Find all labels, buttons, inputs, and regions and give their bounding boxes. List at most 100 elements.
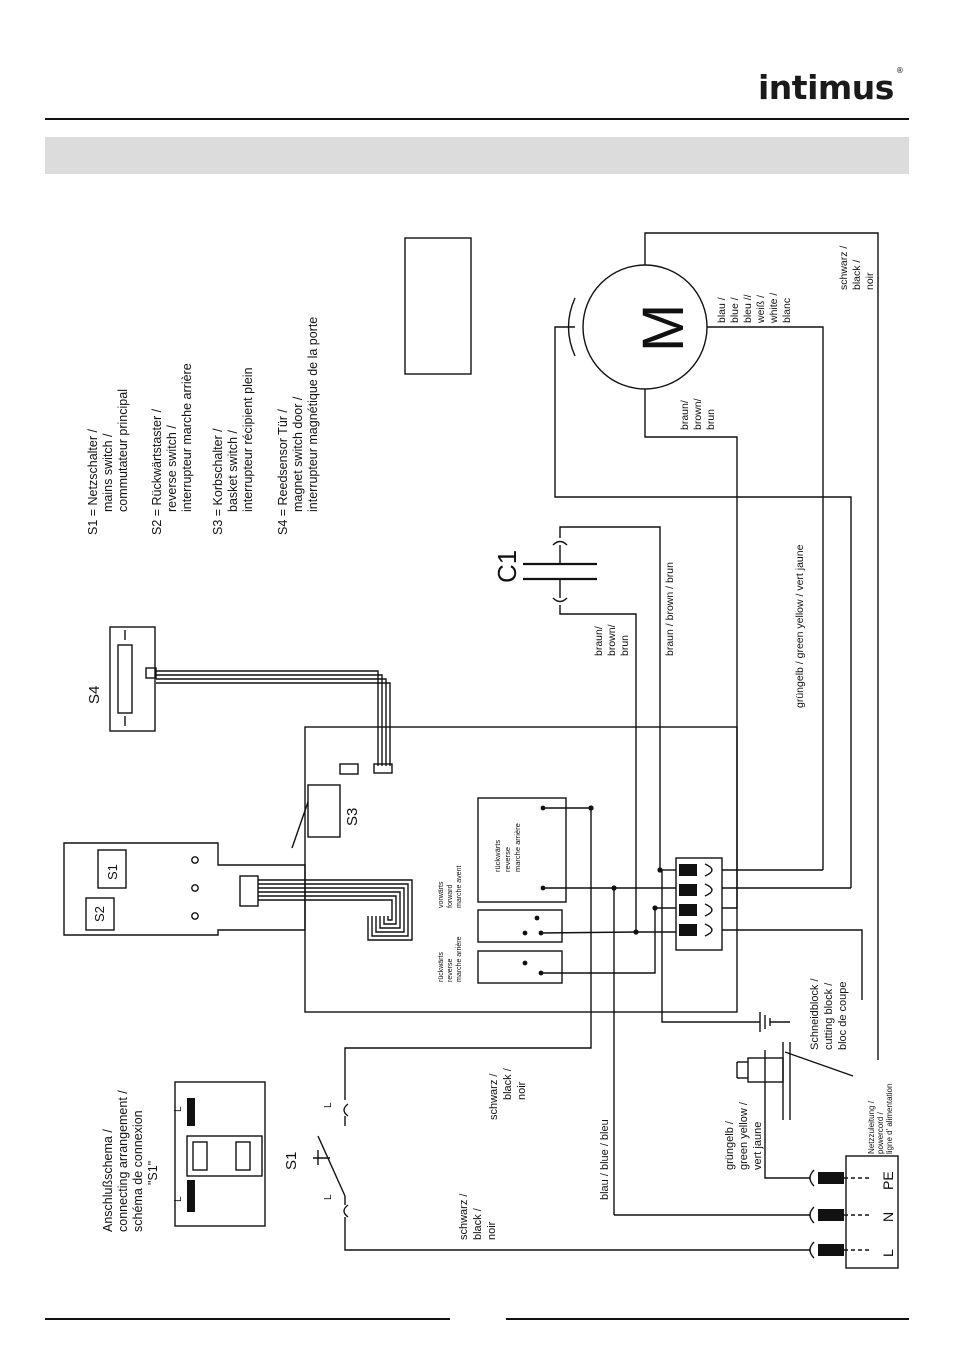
wire-label-cap-brown-3: brun [619,635,631,656]
wire-label-brown-long: braun / brown / brun [664,562,676,656]
wire-label-motor-black-1: schwarz / [838,246,850,290]
cutting-block-leader [784,1051,854,1077]
legend-s2-2: reverse switch / [165,425,179,512]
relay-forward-label-1: vorwärts [438,881,445,908]
relay-reverse-label-3: marche arrière [513,823,522,872]
wire-blue-label: blau / blue / bleu [599,1119,611,1200]
registered-mark: ® [895,66,904,75]
wire-black-b-3: noir [486,1221,498,1240]
relay-rev-small-label-3: marche arrière [456,936,463,982]
wire-board-1 [344,807,592,1100]
wire-gy-pe-1: grüngelb / [724,1120,736,1170]
relay-reverse-small [477,950,563,984]
connecting-3: schéma de connexion [131,1110,145,1232]
terminal-block [675,857,723,951]
wire-label-motor-blue-2: blue / [729,297,741,323]
legend-s4-3: interrupteur magnétique de la porte [306,317,320,512]
wire-motor-blue [707,326,824,870]
plug-pins [809,1169,872,1259]
arr-l-bot: L [173,1196,184,1202]
wire-PE [764,1090,810,1179]
switch-s3 [307,784,341,838]
wire-label-motor-brown-3: brun [705,409,717,430]
powercord-label-3: ligne d' alimentation [885,1084,894,1154]
wire-label-motor-blue-4: weiß / [755,295,767,324]
s1-l-top: L [323,1102,334,1108]
legend: S1 = Netzschalter / mains switch / commu… [86,317,320,535]
wire-cap-bottom [559,605,637,932]
cutting-block-label-2: cutting block / [823,982,835,1050]
motor-label: M [631,304,696,352]
switch-s1 [313,1103,349,1218]
s2-panel-label: S2 [92,906,107,922]
wire-gy-pe-3: vert jaune [752,1122,764,1170]
control-panel [63,842,306,936]
plug-l: L [880,1249,896,1257]
wire-label-motor-blue-1: blau / [716,297,728,323]
wire-label-motor-blue-5: white / [768,293,780,324]
c1-label: C1 [492,550,522,583]
relay-reverse [477,797,567,903]
connecting-2: connecting arrangement / [116,1090,130,1232]
switch-s4 [109,626,156,732]
wire-label-cap-brown-2: brown/ [606,624,618,656]
powercord-label-1: Netzzuleitung / [867,1100,876,1154]
motor: M [567,264,708,390]
legend-s3-1: S3 = Korbschalter / [211,428,225,535]
relay-reverse-label-2: reverse [503,847,512,872]
wire-board-4 [541,908,656,974]
arr-l-top: L [173,1106,184,1112]
legend-s3-2: basket switch / [226,429,240,512]
wire-motor-brown [644,389,738,840]
wire-earth [661,870,760,1023]
relay-forward-label-2: forward [447,885,454,908]
s4-cable [156,670,391,766]
wire-black-a-3: noir [516,1081,528,1100]
legend-s1-1: S1 = Netzschalter / [86,429,100,535]
legend-s2-1: S2 = Rückwärtstaster / [150,408,164,535]
s1-arrangement-box [174,1081,266,1227]
wire-black-a-1: schwarz / [488,1073,500,1120]
wire-gy-pe-2: green yellow / [738,1101,750,1170]
s3-connector [339,763,359,775]
wire-label-cap-brown-1: braun/ [593,626,605,656]
s1-l-bot: L [323,1194,334,1200]
brand-name: intimus [758,68,894,107]
powercord-box [845,1155,899,1269]
s1-panel-label: S1 [105,864,120,880]
plug-pe: PE [880,1171,896,1190]
relay-forward-label-3: marche avent [456,866,463,908]
wire-black-b-2: black / [472,1207,484,1240]
wire-motor-black [644,232,879,1060]
header-rule [45,118,909,120]
footer-rule-left [45,1318,450,1320]
wire-label-motor-black-2: black / [851,260,863,290]
blank-label-box [404,237,472,375]
s3-label: S3 [344,808,361,826]
legend-s1-3: commutateur principal [116,389,130,512]
wire-s1-to-L [344,1217,810,1251]
wire-label-motor-blue-3: bleu // [742,294,754,323]
relay-reverse-label-1: rückwärts [493,840,502,872]
powercord-label-2: powercord / [876,1111,885,1154]
cutting-block-label-1: Schneidblock / [809,978,821,1050]
cutting-block-label-3: bloc de coupe [837,982,849,1051]
relay-rev-small-label-1: rückwärts [438,952,445,982]
legend-s4-2: magnet switch door / [291,396,305,512]
wire-black-b-1: schwarz / [458,1193,470,1240]
relay-rev-small-label-2: reverse [447,959,454,982]
connecting-1: Anschlußschema / [101,1129,115,1232]
wire-label-motor-brown-1: braun/ [679,400,691,430]
wire-label-motor-brown-2: brown/ [692,398,704,430]
legend-s2-3: interrupteur marche arrière [180,363,194,512]
title-band [45,137,909,174]
wire-cap-top [559,526,661,870]
s1-label: S1 [283,1152,300,1170]
legend-s4-1: S4 = Reedsensor Tür / [276,409,290,535]
relay-forward [477,909,563,943]
wire-label-motor-blue-6: blanc [781,298,793,323]
connecting-4: "S1" [146,1161,160,1185]
board-contacts [522,805,663,976]
wire-label-motor-black-3: noir [864,272,876,290]
cutting-block [736,1042,791,1120]
